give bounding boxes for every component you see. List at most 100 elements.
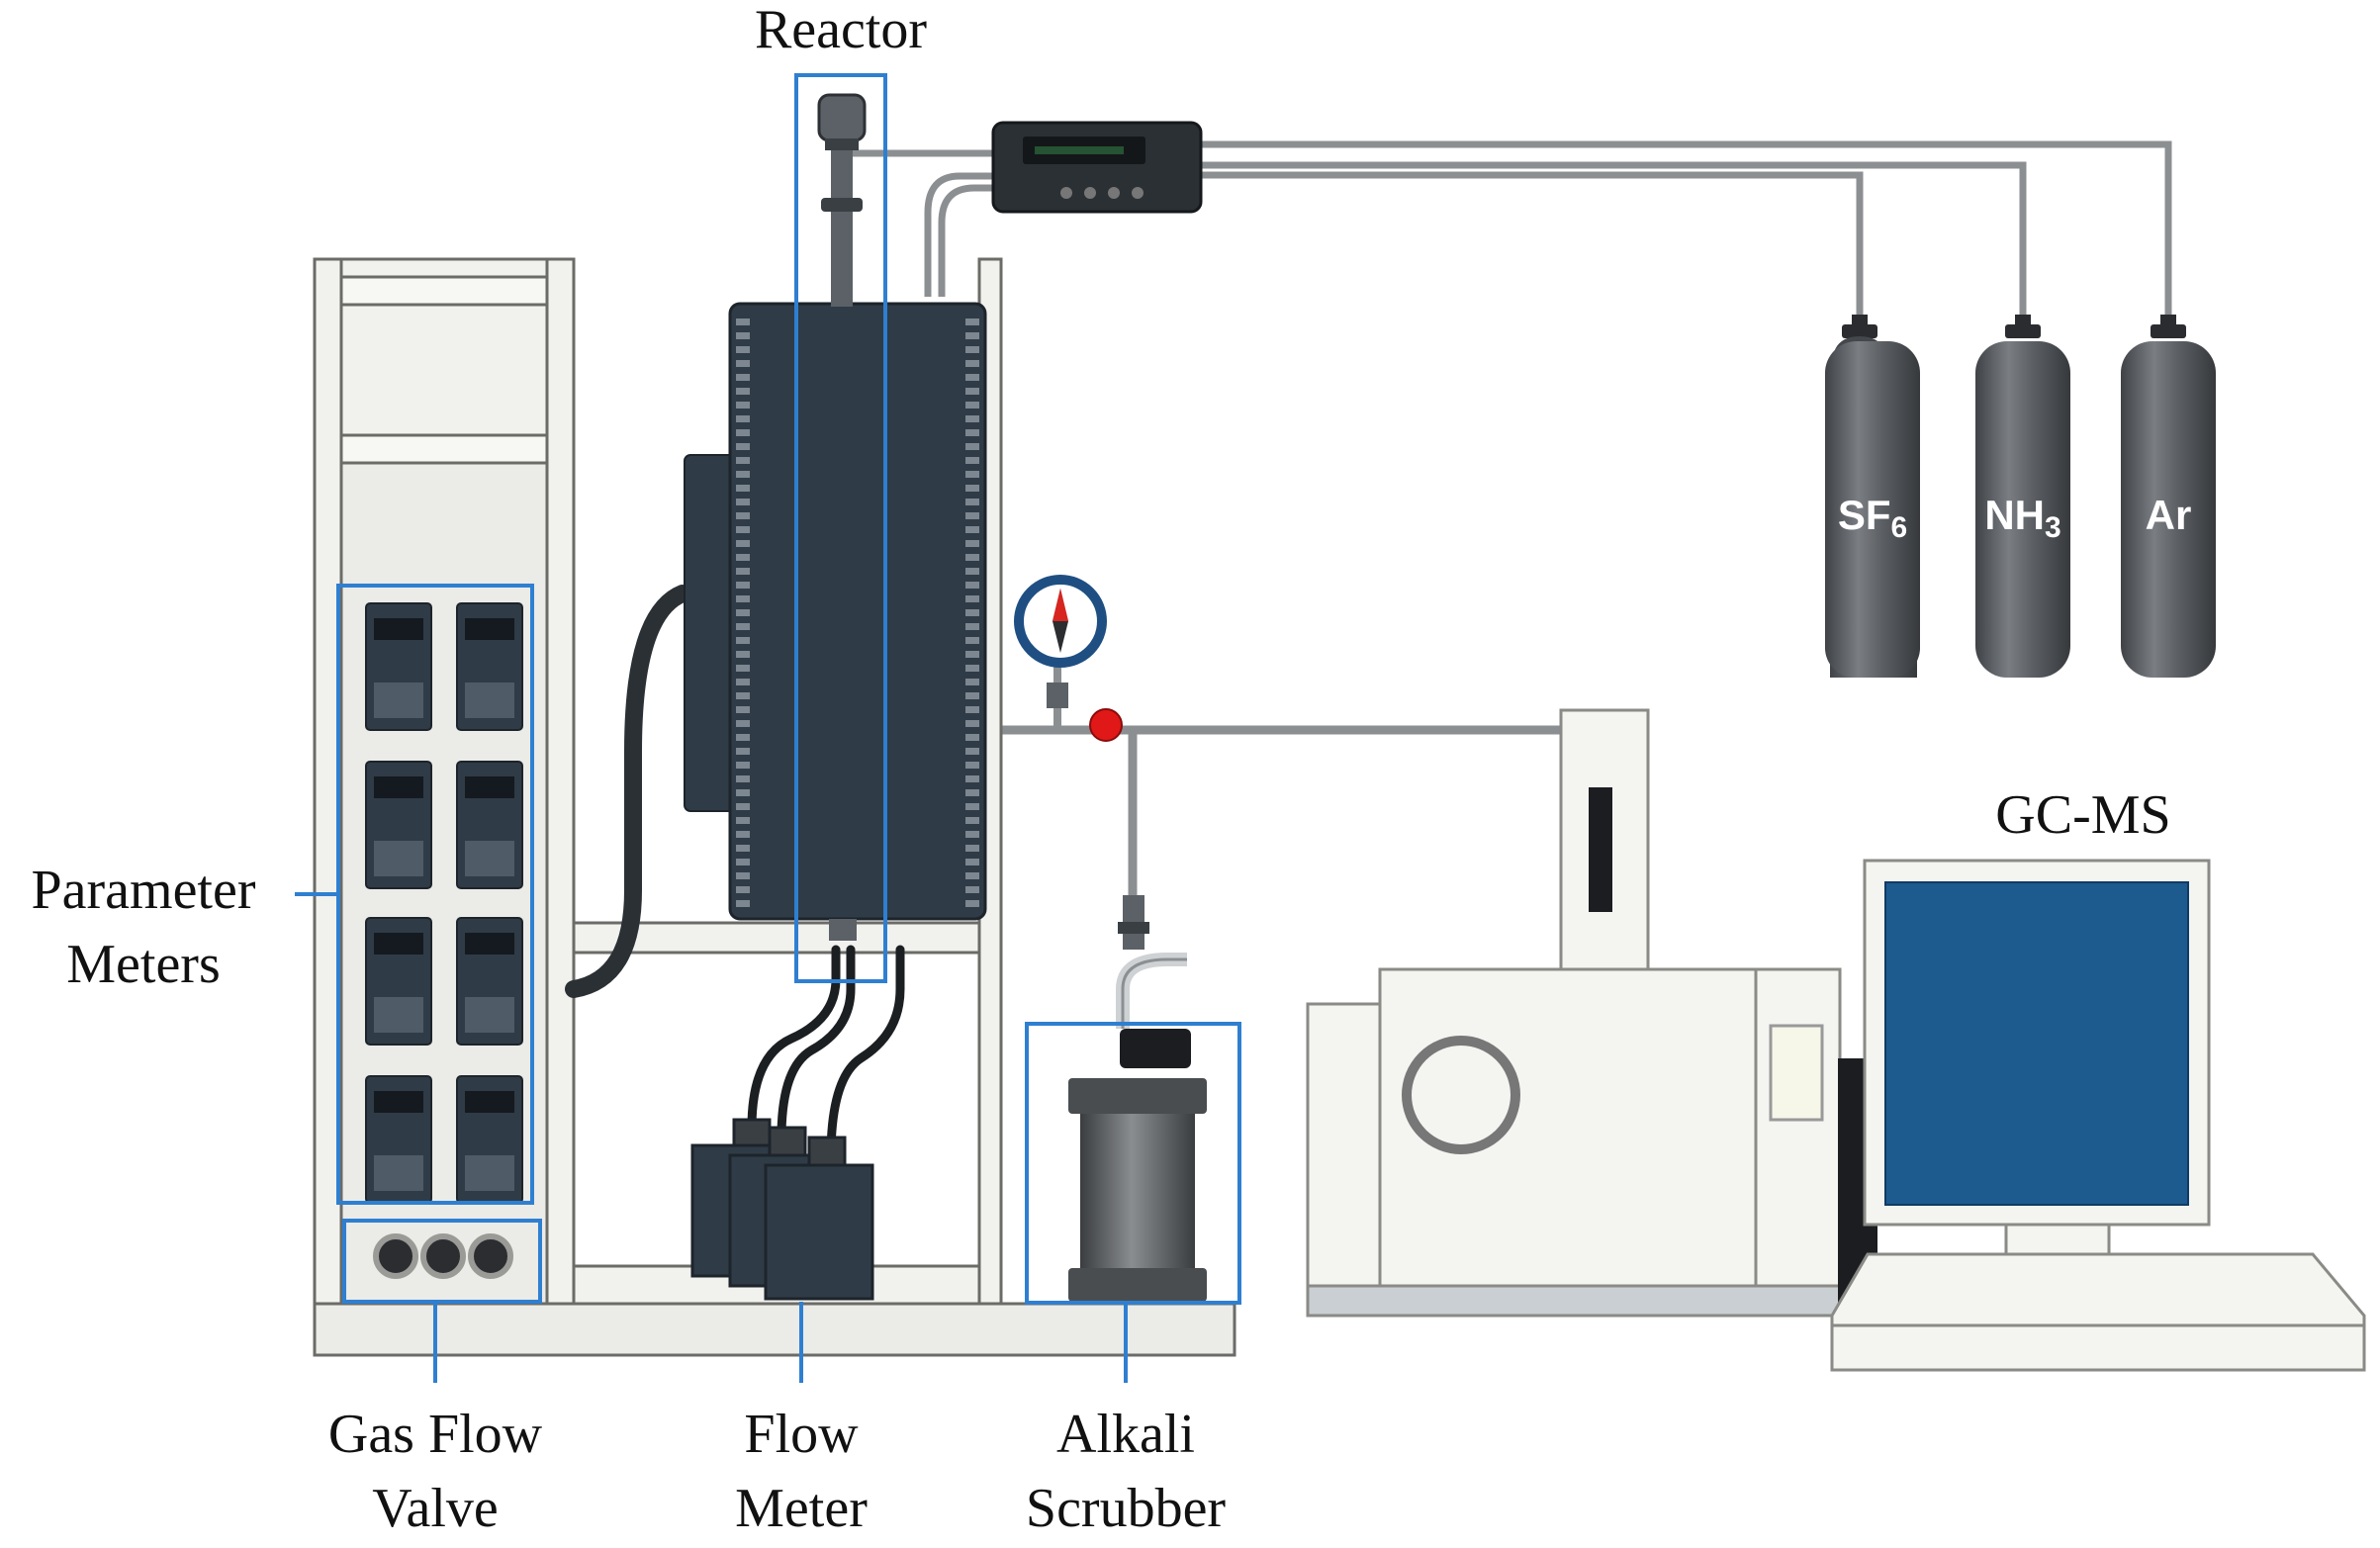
furnace-rib: [965, 595, 979, 602]
furnace-rib: [965, 443, 979, 450]
flow-meter-label-1: Flow: [744, 1404, 859, 1465]
flow-meters: [690, 1118, 874, 1301]
furnace-rib: [736, 789, 750, 796]
furnace-rib: [965, 817, 979, 824]
controller-down-line: [924, 172, 993, 297]
furnace-rib: [965, 415, 979, 422]
furnace-rib: [965, 789, 979, 796]
gas-lines: [851, 140, 2172, 895]
pressure-gauge: [1014, 575, 1107, 730]
furnace-rib: [965, 332, 979, 339]
furnace-rib: [736, 859, 750, 865]
furnace-rib: [736, 609, 750, 616]
furnace-rib: [736, 706, 750, 713]
furnace-rib: [736, 651, 750, 658]
furnace-rib: [736, 319, 750, 325]
furnace-rib: [736, 485, 750, 492]
furnace-rib: [965, 554, 979, 561]
furnace-rib: [736, 817, 750, 824]
gas-flow-valve-label-2: Valve: [372, 1478, 499, 1539]
callout-lines: [295, 892, 1128, 1383]
parameter-meters-label-2: Meters: [66, 934, 221, 995]
furnace-rib: [736, 872, 750, 879]
furnace-rib: [965, 609, 979, 616]
furnace-rib: [965, 402, 979, 409]
furnace-rib: [736, 734, 750, 741]
furnace-rib: [736, 637, 750, 644]
red-valve: [1089, 708, 1123, 742]
furnace-rib: [736, 692, 750, 699]
furnace-rib: [736, 845, 750, 852]
furnace-rib: [965, 374, 979, 381]
alkali-scrubber-label-1: Alkali: [1056, 1404, 1195, 1465]
nh3-line: [1186, 161, 2027, 315]
furnace-rib: [965, 845, 979, 852]
furnace-rib: [965, 637, 979, 644]
sf6-line: [1186, 171, 1864, 315]
furnace-rib: [736, 332, 750, 339]
furnace-rib: [965, 831, 979, 838]
furnace-rib: [965, 734, 979, 741]
furnace-rib: [965, 692, 979, 699]
furnace-rib: [965, 540, 979, 547]
reactor-highlight: [794, 73, 887, 983]
furnace-rib: [965, 720, 979, 727]
gas-flow-valves: [373, 1233, 513, 1279]
alkali-scrubber-highlight: [1025, 1022, 1241, 1305]
reactor-furnace: [565, 93, 987, 998]
furnace-rib: [965, 319, 979, 325]
reactor-label: Reactor: [755, 0, 927, 60]
furnace-rib: [965, 859, 979, 865]
furnace-rib: [965, 679, 979, 685]
furnace-rib: [736, 775, 750, 782]
furnace-rib: [736, 360, 750, 367]
furnace-rib: [965, 872, 979, 879]
flow-meter-hoses: [747, 945, 905, 1162]
gas-flow-valve-highlight: [342, 1219, 542, 1304]
furnace-rib: [736, 595, 750, 602]
cylinder-ar-label: Ar: [2146, 492, 2192, 538]
parameter-meters-label-1: Parameter: [32, 860, 256, 921]
furnace-rib: [736, 512, 750, 519]
furnace-rib: [965, 388, 979, 395]
ar-line: [1186, 140, 2172, 315]
furnace-rib: [736, 429, 750, 436]
furnace-rib: [965, 665, 979, 672]
furnace-rib: [965, 526, 979, 533]
furnace-rib: [736, 665, 750, 672]
alkali-scrubber-label-2: Scrubber: [1026, 1478, 1227, 1539]
furnace-rib: [965, 706, 979, 713]
furnace-rib: [965, 360, 979, 367]
furnace-rib: [965, 886, 979, 893]
gas-flow-valve-label-1: Gas Flow: [328, 1404, 543, 1465]
furnace-rib: [736, 374, 750, 381]
furnace-rib: [736, 499, 750, 505]
furnace-rib: [965, 485, 979, 492]
furnace-rib: [736, 388, 750, 395]
furnace-rib: [965, 803, 979, 810]
furnace-rib: [736, 582, 750, 589]
cylinder-nh3: NH3: [1975, 315, 2070, 678]
furnace-rib: [736, 762, 750, 769]
alkali-scrubber: [1068, 895, 1207, 1302]
furnace-rib: [736, 623, 750, 630]
furnace-rib: [965, 582, 979, 589]
furnace-rib: [965, 499, 979, 505]
furnace-rib: [736, 526, 750, 533]
furnace-rib: [736, 900, 750, 907]
furnace-rib: [736, 402, 750, 409]
furnace-rib: [736, 720, 750, 727]
cylinder-sf6-text: SF6: [1838, 492, 1907, 544]
cylinder-ar: Ar: [2121, 315, 2216, 678]
furnace-rib: [965, 457, 979, 464]
furnace-rib: [965, 775, 979, 782]
furnace-rib: [736, 346, 750, 353]
furnace-rib: [965, 471, 979, 478]
gc-ms-instrument: [1306, 708, 2366, 1372]
furnace-rib: [736, 443, 750, 450]
furnace-rib: [736, 886, 750, 893]
furnace-rib: [736, 831, 750, 838]
furnace-rib: [736, 415, 750, 422]
